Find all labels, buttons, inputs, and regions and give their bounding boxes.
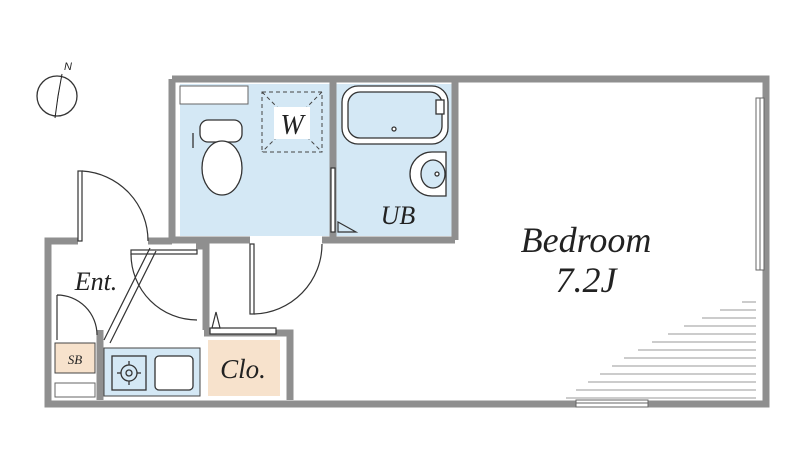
- wash-basin-icon: [409, 151, 447, 197]
- closet-door: [209, 311, 277, 335]
- wall-kitchen-top: [196, 242, 210, 330]
- window-bottom-left: [54, 382, 96, 398]
- bath-door: [330, 167, 359, 233]
- north-compass: N: [36, 61, 78, 119]
- entrance-front-door: [77, 170, 149, 242]
- windows: [54, 85, 765, 408]
- stove-icon: [111, 355, 147, 391]
- shoe-box-label: SB: [68, 352, 83, 367]
- bedroom-size-label: 7.2J: [556, 260, 619, 300]
- doors: [56, 167, 359, 344]
- closet-label: Clo.: [220, 354, 266, 384]
- toilet-icon: [192, 119, 243, 196]
- entrance-label: Ent.: [74, 267, 118, 296]
- bathtub-icon: [341, 85, 449, 145]
- window-top-left: [179, 85, 249, 105]
- bedroom-door: [249, 243, 323, 315]
- sink-icon: [154, 355, 194, 391]
- hall-partition: [103, 247, 157, 344]
- bedroom-hatching: [566, 301, 756, 399]
- shoe-cabinet-door: [56, 294, 98, 340]
- bedroom-label: Bedroom: [521, 220, 652, 260]
- shoe-box: [54, 342, 96, 374]
- closet-floor: [208, 340, 280, 396]
- hall-door: [130, 249, 198, 321]
- bath-label: UB: [381, 201, 416, 230]
- room-labels: W UB Bedroom 7.2J Ent. SB Clo.: [68, 107, 652, 384]
- washer-label: W: [280, 110, 306, 141]
- outer-wall: [44, 75, 770, 408]
- compass-ring: [36, 75, 78, 117]
- compass-north-label: N: [64, 61, 72, 73]
